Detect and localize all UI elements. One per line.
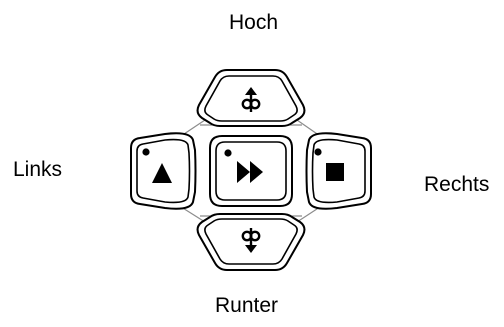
label-right: Rechts [424,173,490,196]
right-button[interactable] [305,132,372,210]
label-left: Links [13,158,63,181]
label-down: Runter [215,294,279,317]
indicator-dot [314,148,322,156]
center-button[interactable] [209,135,293,207]
up-button[interactable] [196,69,306,127]
fast-forward-icon [237,161,263,183]
indicator-dot [142,148,150,156]
label-up: Hoch [229,11,279,34]
indicator-dot [224,149,232,157]
stop-icon [326,163,344,181]
down-button[interactable] [196,213,306,271]
scroll-down-icon [241,228,261,253]
scroll-up-icon [241,87,261,112]
left-button[interactable] [130,132,197,210]
play-icon [152,163,172,183]
